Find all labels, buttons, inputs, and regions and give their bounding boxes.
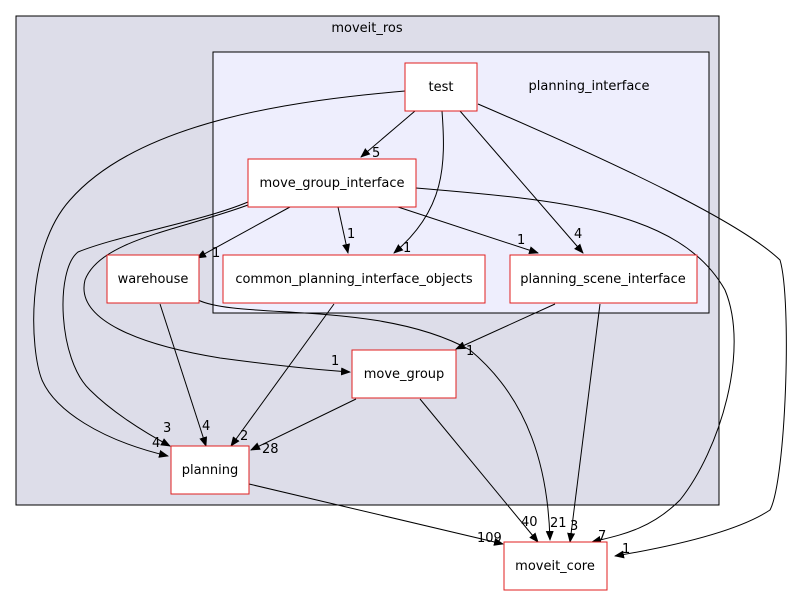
edge-mgi-to-cpio (337, 206, 350, 254)
node-move-group-interface-label: move_group_interface (259, 176, 404, 191)
edge-move-group-to-planning (250, 398, 357, 451)
edge-label-test-to-moveit-core: 1 (622, 542, 630, 557)
node-test-label: test (429, 80, 454, 95)
edge-test-to-planning-scene-interface (459, 110, 584, 254)
edges: 5 1 4 1 4 1 1 1 1 3 7 4 (33, 90, 787, 559)
node-moveit-core-box[interactable] (503, 541, 608, 591)
node-moveit-core-label: moveit_core (515, 559, 595, 574)
node-planning-scene-interface[interactable]: planning_scene_interface (509, 254, 698, 304)
edge-label-psi-to-moveit-core: 3 (570, 519, 578, 534)
edge-label-cpio-to-planning: 2 (240, 429, 248, 444)
node-planning-box[interactable] (170, 445, 250, 495)
node-test-box[interactable] (404, 62, 478, 112)
edge-psi-to-move-group (455, 303, 556, 350)
edge-label-mgi-to-planning: 3 (163, 421, 171, 436)
edge-label-mgi-to-move-group: 1 (331, 354, 339, 369)
node-warehouse[interactable]: warehouse (106, 254, 200, 304)
node-move-group-box[interactable] (351, 349, 457, 399)
edge-label-mgi-to-cpio: 1 (347, 227, 355, 242)
edge-mgi-to-psi (397, 206, 539, 254)
node-planning[interactable]: planning (170, 445, 250, 495)
node-move-group[interactable]: move_group (351, 349, 457, 399)
edge-planning-to-moveit-core (248, 483, 504, 546)
edge-label-planning-to-moveit-core: 109 (477, 531, 502, 546)
node-planning-scene-interface-label: planning_scene_interface (520, 272, 686, 287)
node-planning-label: planning (182, 463, 238, 478)
edge-mgi-to-moveit-core (415, 187, 735, 544)
edge-label-test-to-planning: 4 (152, 436, 160, 451)
edge-label-test-to-move-group-interface: 5 (372, 146, 380, 161)
node-planning-scene-interface-box[interactable] (509, 254, 698, 304)
edge-label-test-to-psi: 4 (574, 227, 582, 242)
node-common-planning-interface-objects[interactable]: common_planning_interface_objects (222, 254, 486, 304)
edge-warehouse-to-planning (159, 303, 208, 447)
node-common-planning-interface-objects-box[interactable] (222, 254, 486, 304)
node-common-planning-interface-objects-label: common_planning_interface_objects (235, 272, 473, 287)
node-warehouse-label: warehouse (118, 272, 189, 287)
edge-label-mgi-to-warehouse: 1 (212, 246, 220, 261)
edge-test-to-common-planning-interface-objects (393, 110, 444, 254)
nodes: test move_group_interface warehouse comm… (106, 62, 698, 591)
edge-test-to-planning (33, 90, 406, 458)
cluster-planning-interface-label: planning_interface (529, 79, 650, 94)
node-move-group-label: move_group (364, 367, 445, 382)
edge-test-to-moveit-core (477, 103, 787, 559)
edge-mgi-to-warehouse (196, 206, 291, 259)
edge-label-warehouse-to-moveit-core: 21 (550, 516, 567, 531)
node-move-group-interface-box[interactable] (247, 158, 417, 208)
edge-label-move-group-to-planning: 28 (262, 442, 279, 457)
edge-label-mgi-to-psi: 1 (517, 233, 525, 248)
edge-test-to-move-group-interface (360, 110, 416, 158)
edge-psi-to-moveit-core (567, 303, 601, 543)
edge-label-psi-to-move-group: 1 (466, 344, 474, 359)
node-warehouse-box[interactable] (106, 254, 200, 304)
node-move-group-interface[interactable]: move_group_interface (247, 158, 417, 208)
node-test[interactable]: test (404, 62, 478, 112)
edge-label-mgi-to-moveit-core: 7 (598, 529, 606, 544)
edge-label-test-to-cpio: 1 (403, 241, 411, 256)
node-moveit-core[interactable]: moveit_core (503, 541, 608, 591)
edge-mgi-to-planning (62, 201, 249, 447)
edge-label-move-group-to-moveit-core: 40 (521, 515, 538, 530)
edge-label-warehouse-to-planning: 4 (202, 419, 210, 434)
cluster-moveit-ros-label: moveit_ros (331, 21, 403, 36)
edge-cpio-to-planning (230, 303, 335, 447)
edge-move-group-to-moveit-core (419, 398, 539, 543)
